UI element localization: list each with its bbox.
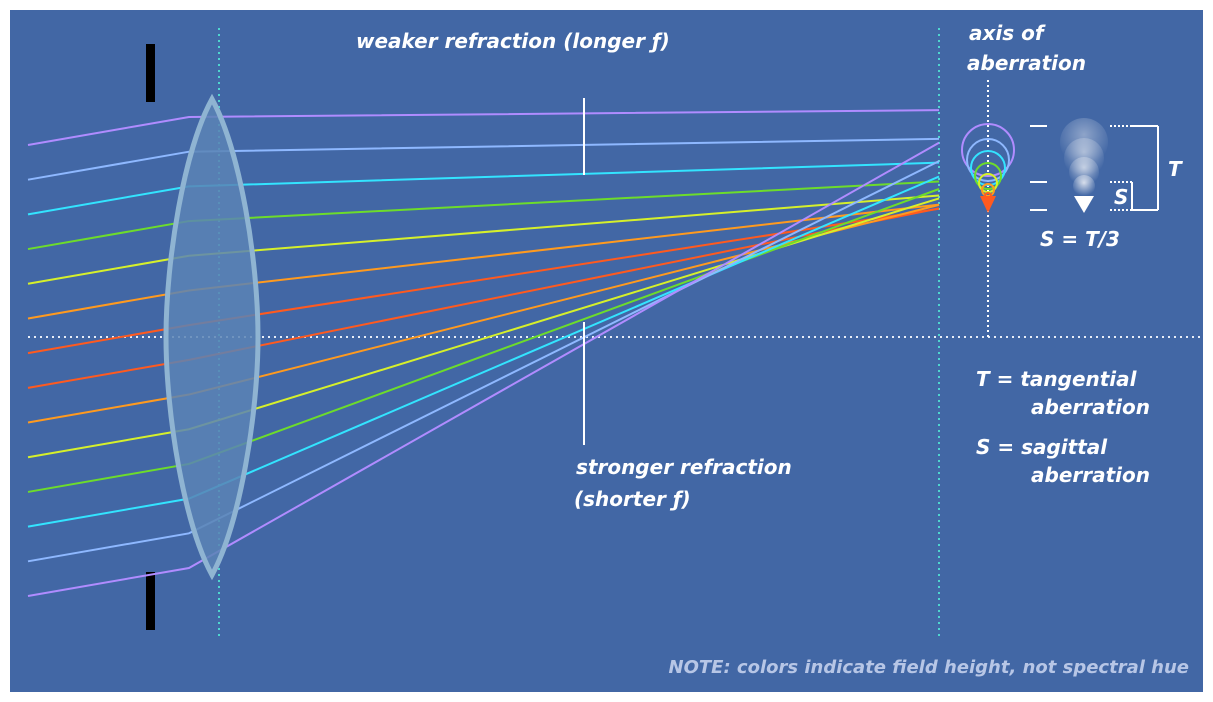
note-text: NOTE: colors indicate field height, not … <box>669 657 1190 678</box>
tangential-definition-1: T = tangential <box>976 367 1138 391</box>
tangential-definition-2: aberration <box>1031 395 1150 419</box>
ray-line <box>27 141 940 597</box>
axis-of-aberration-label-2: aberration <box>967 51 1086 75</box>
sagittal-blur-spot <box>1060 118 1108 213</box>
sagittal-definition-2: aberration <box>1031 463 1150 487</box>
lens <box>163 93 261 581</box>
sagittal-definition-1: S = sagittal <box>976 435 1108 459</box>
ray-line <box>27 109 940 146</box>
blur-ring <box>961 123 1015 177</box>
sagittal-symbol: S <box>1114 185 1128 209</box>
coma-blur-circles <box>961 123 1015 213</box>
stronger-refraction-label: stronger refraction <box>576 455 792 479</box>
relation-label: S = T/3 <box>1040 227 1120 251</box>
shorter-f-label: (shorter ƒ) <box>574 487 691 511</box>
axis-of-aberration-label-1: axis of <box>969 21 1046 45</box>
aberration-brackets <box>1030 125 1159 211</box>
blur-tip <box>980 196 996 213</box>
weaker-refraction-label: weaker refraction (longer ƒ) <box>356 29 670 53</box>
blur-ring <box>966 138 1010 182</box>
aperture-stop-bottom <box>146 572 155 630</box>
tangential-symbol: T <box>1168 157 1183 181</box>
blur-ring <box>974 162 1002 190</box>
aperture-stop-top <box>146 44 155 102</box>
